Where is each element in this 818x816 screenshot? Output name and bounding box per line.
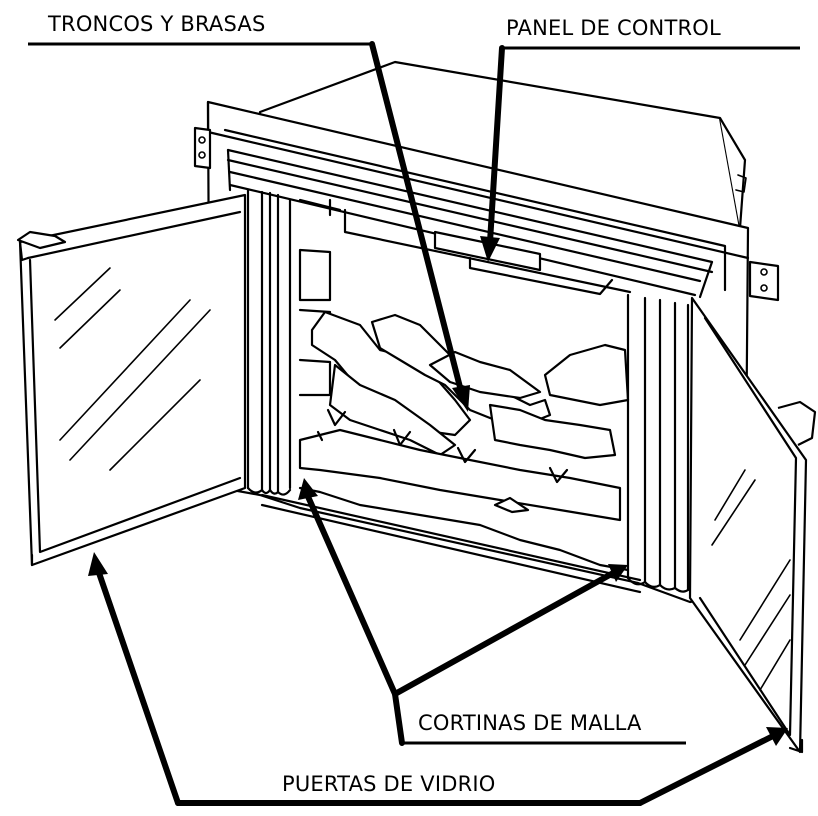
- mesh-curtain-left: [246, 188, 292, 496]
- callout-glass-doors: [88, 552, 788, 806]
- callout-mesh-curtains: [298, 478, 686, 746]
- callout-control-panel: [480, 45, 800, 262]
- label-glass-doors: PUERTAS DE VIDRIO: [282, 772, 496, 796]
- glass-door-left: [16, 193, 247, 567]
- mesh-curtain-right: [626, 293, 690, 593]
- label-mesh-curtains: CORTINAS DE MALLA: [418, 711, 642, 735]
- glass-door-right: [688, 296, 817, 754]
- label-control-panel: PANEL DE CONTROL: [506, 16, 721, 40]
- fireplace-surround: [193, 100, 780, 604]
- label-logs: TRONCOS Y BRASAS: [48, 12, 266, 36]
- callout-logs: [28, 41, 470, 412]
- logs-and-embers: [298, 310, 630, 572]
